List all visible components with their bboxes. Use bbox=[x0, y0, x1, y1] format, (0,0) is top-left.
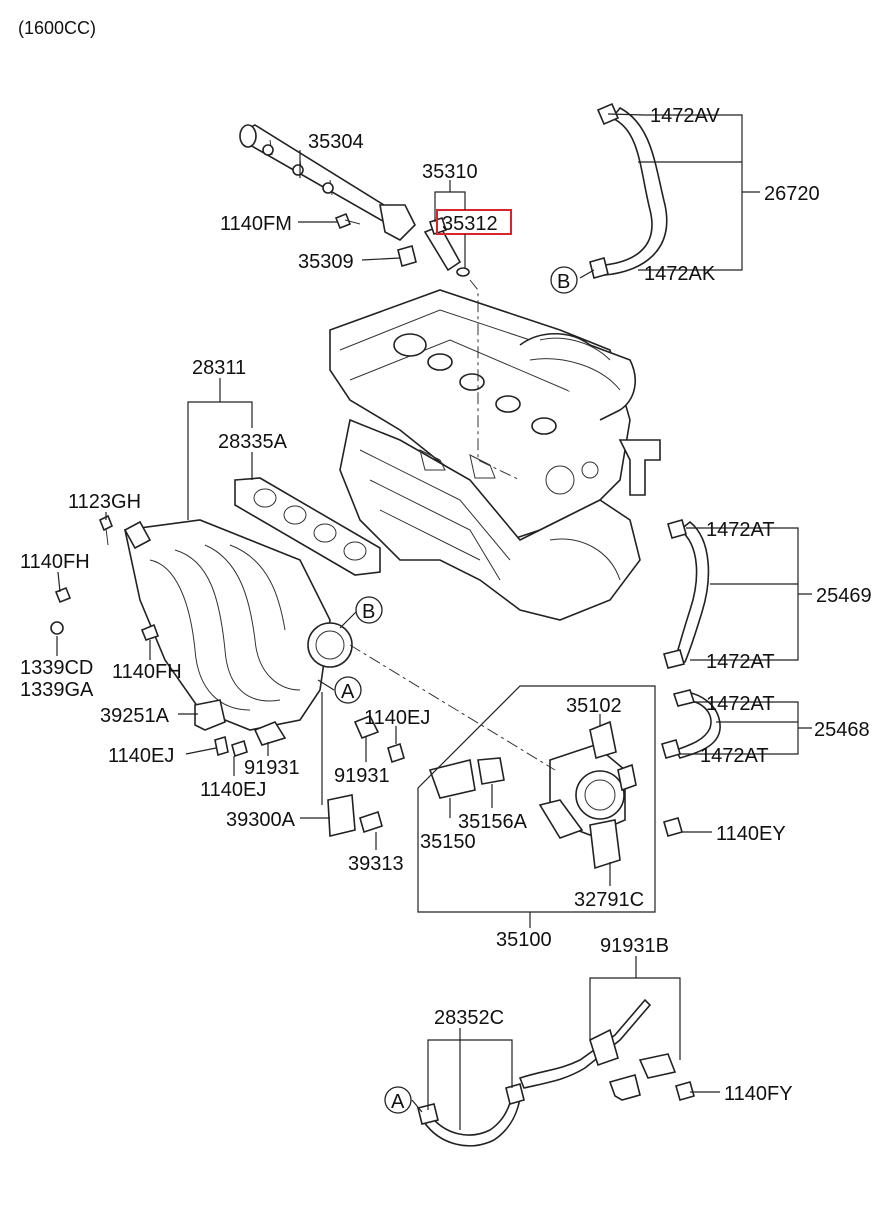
label-35156A: 35156A bbox=[458, 811, 528, 833]
label-91931B: 91931B bbox=[600, 935, 669, 957]
label-1140EJ-b: 1140EJ bbox=[200, 779, 266, 801]
label-1472AT-b: 1472AT bbox=[706, 651, 775, 673]
gasket-28335A bbox=[234, 477, 381, 576]
label-91931-a: 91931 bbox=[244, 757, 300, 779]
bolt-1140EY bbox=[663, 817, 683, 837]
label-28335A: 28335A bbox=[218, 431, 288, 453]
sensor-39300A bbox=[327, 794, 356, 838]
label-1140EJ-a: 1140EJ bbox=[108, 745, 174, 767]
clamp-91931-b bbox=[353, 714, 380, 740]
label-39300A: 39300A bbox=[226, 809, 296, 831]
label-1140EJ-c: 1140EJ bbox=[364, 707, 430, 729]
label-25469: 25469 bbox=[816, 585, 872, 607]
highlight-box-35312 bbox=[436, 209, 512, 235]
label-1140FH-mid: 1140FH bbox=[112, 661, 182, 683]
label-39251A: 39251A bbox=[100, 705, 170, 727]
clip-35309 bbox=[397, 245, 417, 267]
throttle-body bbox=[428, 720, 637, 870]
bolt-1140EJ-b bbox=[231, 739, 248, 758]
bolt-1140FH-mid bbox=[140, 623, 160, 641]
bolt-1140FY bbox=[675, 1081, 695, 1101]
callout-B-top: B bbox=[550, 266, 578, 294]
label-35309: 35309 bbox=[298, 251, 354, 273]
bolt-1140FH-left bbox=[54, 586, 72, 604]
label-35150: 35150 bbox=[420, 831, 476, 853]
label-1140FY: 1140FY bbox=[724, 1083, 793, 1105]
hose-26720 bbox=[589, 102, 668, 279]
label-1140EY: 1140EY bbox=[716, 823, 786, 845]
part-labels: 35304 35310 35312 1140FM 35309 1472AV 26… bbox=[20, 105, 872, 1105]
bolt-39313 bbox=[359, 810, 383, 834]
bolt-1140FM bbox=[334, 212, 361, 230]
label-1472AT-d: 1472AT bbox=[700, 745, 769, 767]
bracket-39251A bbox=[194, 699, 226, 731]
label-1123GH: 1123GH bbox=[68, 491, 141, 513]
label-1140FH-left: 1140FH bbox=[20, 551, 90, 573]
fuel-rail bbox=[239, 124, 416, 241]
label-1472AT-c: 1472AT bbox=[706, 693, 775, 715]
label-1472AT-a: 1472AT bbox=[706, 519, 775, 541]
pipe-91931B bbox=[518, 998, 677, 1101]
label-39313: 39313 bbox=[348, 853, 404, 875]
leader-lines bbox=[56, 113, 812, 1130]
svg-text:A: A bbox=[341, 681, 355, 703]
callout-A-manifold: A bbox=[334, 676, 362, 704]
bolt-1140EJ-a bbox=[214, 735, 229, 757]
fuel-injector bbox=[423, 209, 512, 277]
label-35310: 35310 bbox=[422, 161, 478, 183]
label-35304: 35304 bbox=[308, 131, 364, 153]
callout-B-manifold: B bbox=[355, 596, 383, 624]
engine-block bbox=[329, 289, 661, 621]
hose-25469 bbox=[663, 519, 710, 669]
label-1472AK: 1472AK bbox=[644, 263, 716, 285]
svg-text:B: B bbox=[557, 271, 570, 293]
label-91931-b: 91931 bbox=[334, 765, 390, 787]
label-32791C: 32791C bbox=[574, 889, 644, 911]
svg-text:A: A bbox=[391, 1091, 405, 1113]
label-26720: 26720 bbox=[764, 183, 820, 205]
bolt-1123GH bbox=[98, 514, 114, 546]
engine-label: (1600CC) bbox=[18, 18, 96, 38]
callout-A-hose: A bbox=[384, 1086, 412, 1114]
clamp-91931-a bbox=[253, 721, 287, 746]
label-35102: 35102 bbox=[566, 695, 622, 717]
label-28352C: 28352C bbox=[434, 1007, 504, 1029]
bolt-1140EJ-c bbox=[387, 742, 405, 764]
label-25468: 25468 bbox=[814, 719, 870, 741]
label-1472AV: 1472AV bbox=[650, 105, 720, 127]
label-35312: 35312 bbox=[442, 213, 498, 235]
nut-1339CD bbox=[50, 621, 64, 635]
label-1339CD: 1339CD bbox=[20, 657, 93, 679]
label-1339GA: 1339GA bbox=[20, 679, 94, 701]
label-1140FM: 1140FM bbox=[220, 213, 292, 235]
label-35100: 35100 bbox=[496, 929, 552, 951]
intake-manifold bbox=[123, 519, 353, 731]
label-28311: 28311 bbox=[192, 357, 246, 379]
svg-text:B: B bbox=[362, 601, 375, 623]
hose-28352C bbox=[417, 1083, 525, 1147]
